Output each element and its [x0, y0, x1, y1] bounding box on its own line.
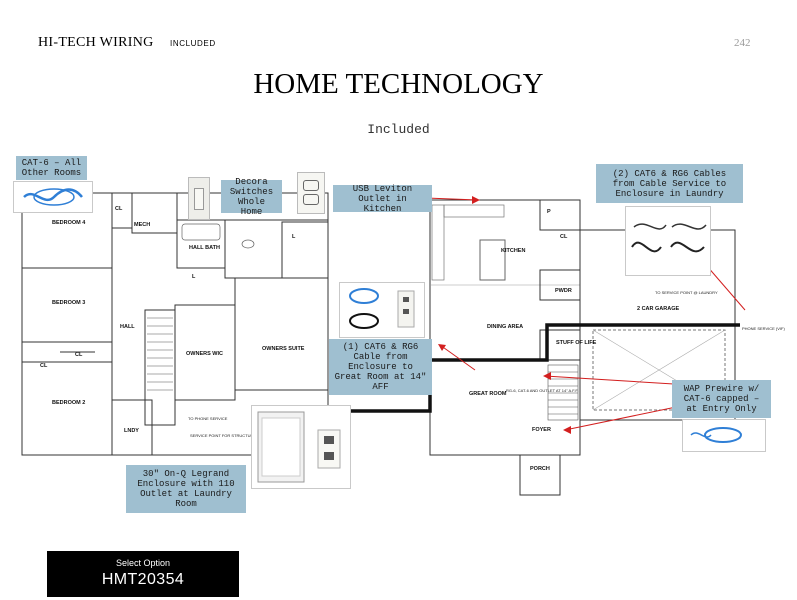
on-q-enclosure-icon	[257, 411, 341, 483]
room-great-room: GREAT ROOM	[469, 391, 507, 397]
room-dining-area: DINING AREA	[487, 324, 523, 330]
room-mech: MECH	[134, 222, 150, 228]
room-bedroom4: BEDROOM 4	[52, 220, 86, 226]
note-service-point-garage: TO SERVICE POINT @ LAUNDRY	[655, 290, 718, 295]
room-pantry: P	[547, 209, 551, 215]
room-bedroom2: BEDROOM 2	[52, 400, 85, 406]
wap-cable-image	[682, 419, 766, 452]
page-subtitle: Included	[367, 122, 430, 137]
cable-bundle-image	[625, 206, 711, 276]
usb-outlet-image	[297, 172, 325, 214]
callout-cables-service: (2) CAT6 & RG6 Cables from Cable Service…	[596, 164, 743, 203]
decora-switch-image	[188, 177, 210, 220]
room-lndy: LNDY	[124, 428, 139, 434]
room-kitchen: KITCHEN	[501, 248, 525, 254]
room-cl-1: CL	[115, 206, 123, 212]
callout-cat6-rg6-great-room: (1) CAT6 & RG6 Cable from Enclosure to G…	[329, 339, 432, 395]
room-owners-suite: OWNERS SUITE	[262, 346, 305, 352]
page-number: 242	[734, 37, 751, 49]
note-phone-service-left: TO PHONE SERVICE	[188, 416, 228, 421]
note-rg6-outlet: RG-6, CAT-6 AND OUTLET AT 14" A.F.F.	[506, 388, 578, 393]
room-hall: HALL	[120, 324, 135, 330]
cat6-rg6-image	[339, 282, 425, 338]
room-porch: PORCH	[530, 466, 550, 472]
select-option-button[interactable]: Select Option HMT20354	[47, 551, 239, 597]
cat6-rg6-cables-icon	[349, 288, 415, 329]
callout-cat6-all-rooms: CAT-6 – All Other Rooms	[16, 156, 87, 180]
room-l-1: L	[192, 274, 196, 280]
room-foyer: FOYER	[532, 427, 551, 433]
room-cl-4: CL	[560, 234, 568, 240]
callout-wap-prewire: WAP Prewire w/ CAT-6 capped – at Entry O…	[672, 380, 771, 418]
room-cl-2: CL	[75, 352, 83, 358]
coax-cable-icon	[631, 223, 707, 253]
room-stuff-of-life: STUFF OF LIFE	[556, 340, 597, 346]
brand-title: HI-TECH WIRING	[38, 35, 154, 50]
cat6-cable-image-1	[13, 181, 93, 213]
room-bedroom3: BEDROOM 3	[52, 300, 85, 306]
callout-enclosure: 30" On-Q Legrand Enclosure with 110 Outl…	[126, 465, 246, 513]
room-cl-3: CL	[40, 363, 48, 369]
cat6-cable-icon	[23, 188, 83, 206]
option-code: HMT20354	[101, 571, 185, 588]
page-title: HOME TECHNOLOGY	[253, 68, 544, 100]
room-hall-bath: HALL BATH	[189, 245, 220, 251]
room-garage: 2 CAR GARAGE	[637, 306, 680, 312]
room-l-2: L	[292, 234, 296, 240]
included-tag: INCLUDED	[170, 39, 216, 48]
callout-decora: Decora Switches Whole Home	[221, 177, 282, 217]
callout-usb-outlet: USB Leviton Outlet in Kitchen	[333, 184, 432, 214]
room-pwdr: PWDR	[555, 288, 572, 294]
enclosure-image	[251, 405, 351, 489]
room-owners-wic: OWNERS WIC	[186, 351, 223, 357]
wap-cat6-cable-icon	[690, 427, 742, 443]
select-option-label: Select Option	[115, 558, 171, 568]
note-phone-service-right: PHONE SERVICE (VIF)	[742, 326, 785, 331]
